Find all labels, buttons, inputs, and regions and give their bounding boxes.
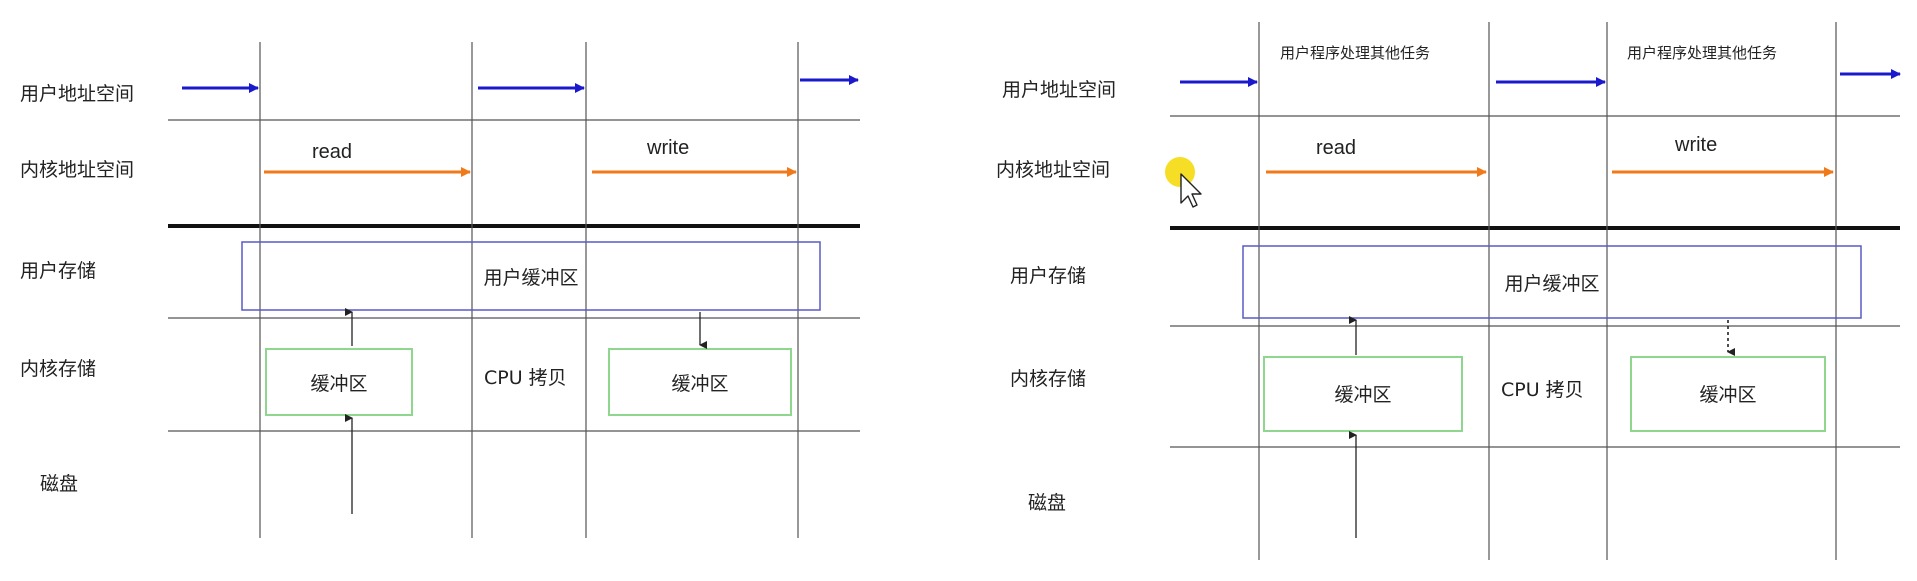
right-diagram: 用户地址空间 内核地址空间 用户存储 内核存储 磁盘 用户程序处理其他任务 用户… bbox=[996, 22, 1901, 560]
user-buffer-label: 用户缓冲区 bbox=[1504, 273, 1599, 295]
left-diagram: 用户地址空间 内核地址空间 用户存储 内核存储 磁盘 read write 用户… bbox=[20, 42, 860, 538]
user-buffer-label: 用户缓冲区 bbox=[483, 267, 578, 289]
user-buffer-box bbox=[241, 241, 821, 311]
row-label-kernel-address: 内核地址空间 bbox=[20, 159, 134, 181]
mouse-cursor bbox=[1165, 157, 1202, 208]
row-label-user-address: 用户地址空间 bbox=[1002, 79, 1116, 101]
cursor-highlight bbox=[1165, 157, 1195, 187]
row-label-user-storage: 用户存储 bbox=[1010, 265, 1086, 287]
kernel-buffer-box bbox=[1630, 356, 1826, 432]
user-task-note: 用户程序处理其他任务 bbox=[1627, 44, 1777, 62]
user-buffer-box bbox=[1242, 245, 1862, 319]
cpu-copy-label: CPU 拷贝 bbox=[484, 367, 567, 389]
row-label-user-address: 用户地址空间 bbox=[20, 83, 134, 105]
row-label-disk: 磁盘 bbox=[40, 473, 78, 495]
read-label: read bbox=[1316, 137, 1356, 159]
kernel-buffer-label: 缓冲区 bbox=[671, 373, 728, 395]
kernel-buffer-label: 缓冲区 bbox=[310, 373, 367, 395]
kernel-buffer-box bbox=[265, 348, 413, 416]
row-label-kernel-address: 内核地址空间 bbox=[996, 159, 1110, 181]
write-label: write bbox=[646, 137, 689, 159]
cpu-copy-label: CPU 拷贝 bbox=[1501, 379, 1584, 401]
row-label-disk: 磁盘 bbox=[1028, 492, 1066, 514]
kernel-buffer-label: 缓冲区 bbox=[1334, 384, 1391, 406]
pointer-icon bbox=[1180, 173, 1202, 208]
row-label-kernel-storage: 内核存储 bbox=[1010, 368, 1086, 390]
user-task-note: 用户程序处理其他任务 bbox=[1280, 44, 1430, 62]
kernel-buffer-box bbox=[1263, 356, 1463, 432]
row-label-kernel-storage: 内核存储 bbox=[20, 358, 96, 380]
read-label: read bbox=[312, 141, 352, 163]
write-label: write bbox=[1674, 134, 1717, 156]
kernel-buffer-box bbox=[608, 348, 792, 416]
row-label-user-storage: 用户存储 bbox=[20, 260, 96, 282]
kernel-buffer-label: 缓冲区 bbox=[1699, 384, 1756, 406]
